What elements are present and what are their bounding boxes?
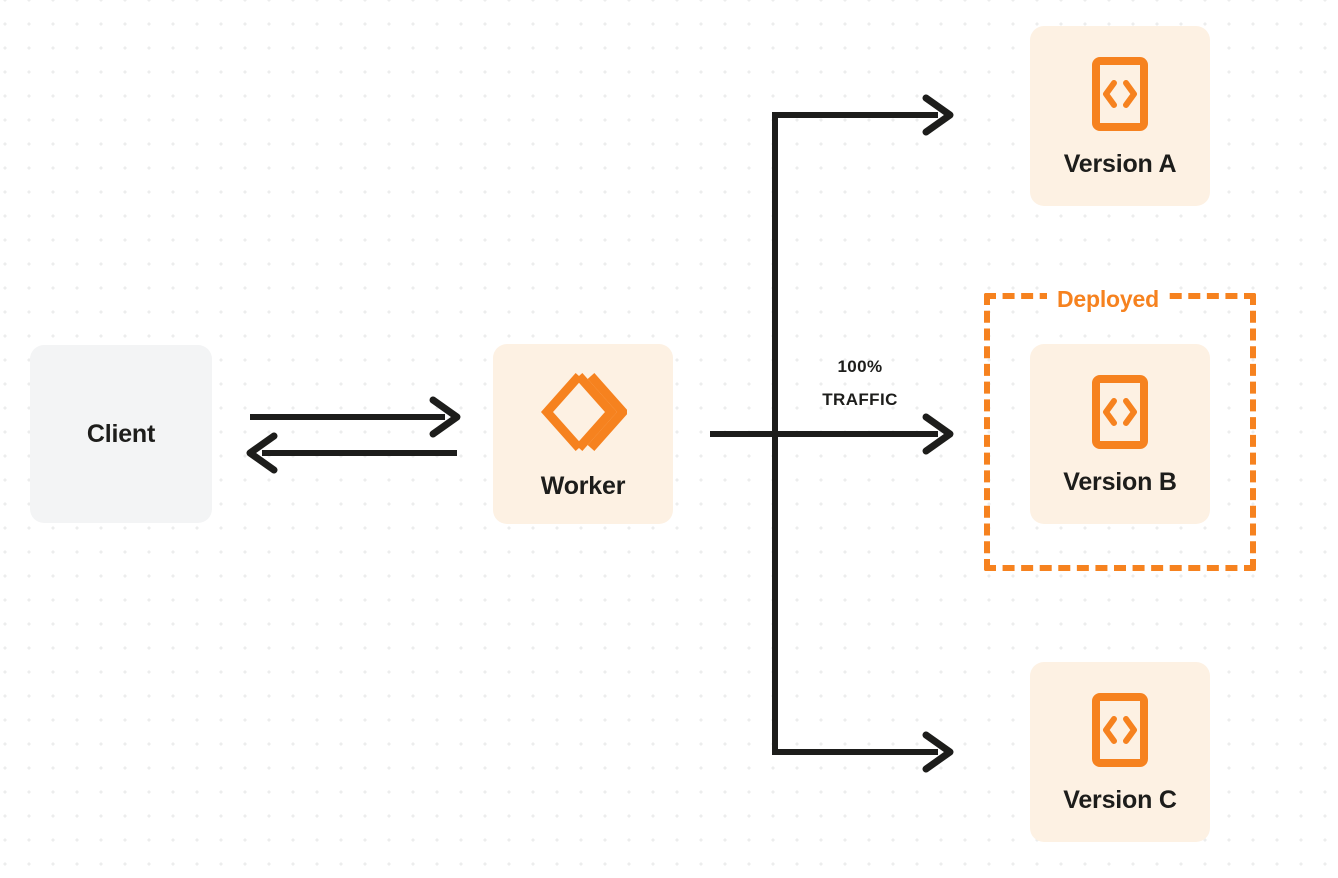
traffic-label: 100% TRAFFIC bbox=[795, 350, 925, 416]
node-version-c-label: Version C bbox=[1063, 785, 1177, 814]
edge-worker-to-versions bbox=[710, 94, 954, 773]
node-client-label: Client bbox=[86, 419, 156, 448]
node-worker-label: Worker bbox=[540, 471, 626, 500]
deployed-group-label: Deployed bbox=[1047, 284, 1169, 314]
cloudflare-workers-logo-icon bbox=[539, 370, 630, 454]
code-document-icon bbox=[1091, 374, 1149, 450]
node-worker[interactable]: Worker bbox=[493, 344, 673, 524]
edge-client-to-worker bbox=[250, 396, 461, 438]
node-version-c[interactable]: Version C bbox=[1030, 662, 1210, 842]
node-version-b[interactable]: Version B bbox=[1030, 344, 1210, 524]
code-document-icon bbox=[1091, 692, 1149, 768]
node-version-a-label: Version A bbox=[1063, 149, 1177, 178]
traffic-percent: 100% bbox=[837, 357, 883, 376]
traffic-word: TRAFFIC bbox=[822, 390, 898, 409]
node-client[interactable]: Client bbox=[30, 345, 212, 523]
node-version-b-label: Version B bbox=[1063, 467, 1177, 496]
edge-worker-to-client bbox=[246, 432, 457, 474]
code-document-icon bbox=[1091, 56, 1149, 132]
node-version-a[interactable]: Version A bbox=[1030, 26, 1210, 206]
